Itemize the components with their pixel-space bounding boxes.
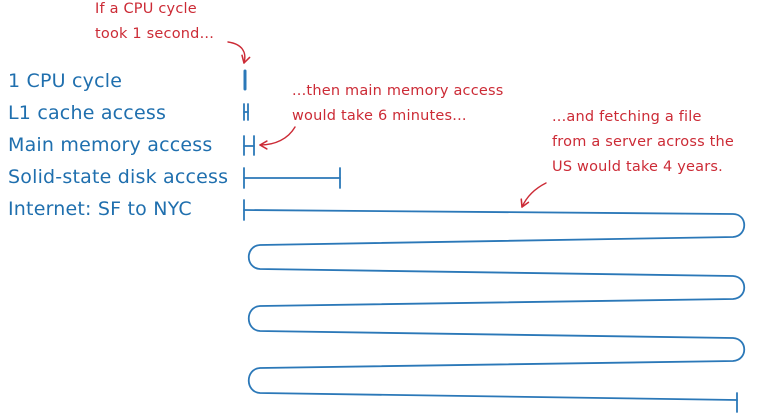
arrow-cpu bbox=[227, 41, 251, 64]
note-memory-line-1: ...then main memory access bbox=[292, 83, 504, 99]
bar-internet bbox=[243, 199, 746, 413]
note-main-memory: ...then main memory access would take 6 … bbox=[292, 79, 504, 129]
note-cpu-second: If a CPU cycle took 1 second... bbox=[95, 0, 214, 47]
note-internet-line-3: US would take 4 years. bbox=[552, 159, 723, 175]
note-internet-line-1: ...and fetching a file bbox=[552, 109, 702, 125]
label-main-memory-access: Main memory access bbox=[8, 134, 213, 156]
bar-main-memory bbox=[243, 135, 255, 156]
arrow-memory bbox=[259, 126, 296, 150]
label-l1-cache-access: L1 cache access bbox=[8, 102, 167, 124]
bar-ssd bbox=[243, 167, 341, 189]
arrow-internet bbox=[520, 182, 547, 208]
note-internet: ...and fetching a file from a server acr… bbox=[552, 105, 734, 180]
note-internet-line-2: from a server across the bbox=[552, 134, 735, 150]
bar-l1-cache bbox=[243, 103, 249, 121]
note-cpu-line-2: took 1 second... bbox=[95, 26, 215, 42]
label-ssd-access: Solid-state disk access bbox=[8, 166, 229, 188]
label-cpu-cycle: 1 CPU cycle bbox=[8, 70, 123, 92]
note-memory-line-2: would take 6 minutes... bbox=[292, 108, 467, 124]
label-internet-sf-nyc: Internet: SF to NYC bbox=[8, 198, 192, 220]
note-cpu-line-1: If a CPU cycle bbox=[95, 1, 197, 17]
